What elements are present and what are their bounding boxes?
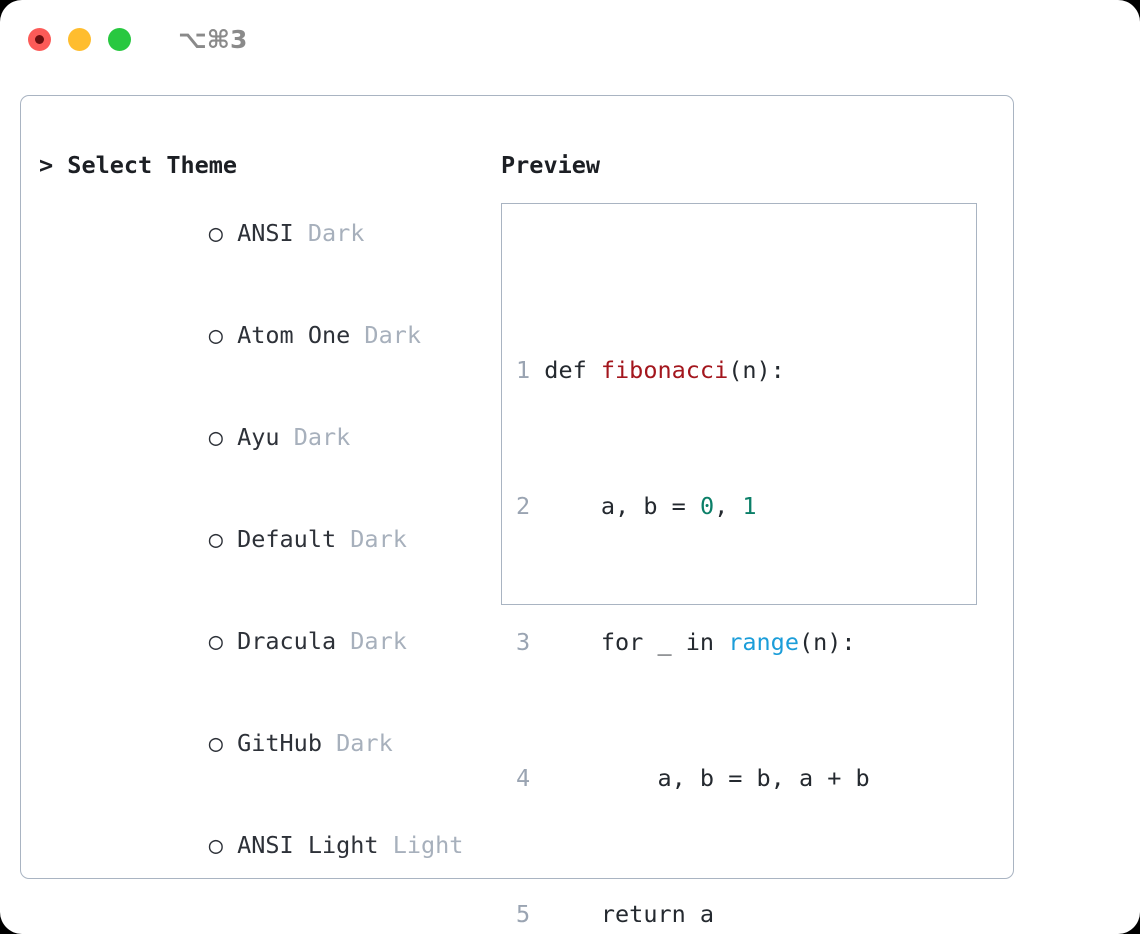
code-line: 2 a, b = 0, 1	[516, 489, 912, 523]
theme-list-item[interactable]: ○ GitHub Dark	[39, 692, 489, 794]
preview-heading: Preview	[501, 151, 601, 179]
theme-label: Atom One	[237, 321, 351, 349]
theme-list-item[interactable]: ○ Default Dark	[39, 488, 489, 590]
radio-icon[interactable]: ○	[208, 627, 223, 655]
theme-label: ANSI Light	[237, 831, 379, 859]
code-line: 4 a, b = b, a + b	[516, 761, 912, 795]
code-token-number: 1	[742, 492, 757, 520]
select-theme-heading: > Select Theme	[39, 151, 238, 179]
code-token-builtin: range	[728, 628, 799, 656]
code-token: (n):	[798, 628, 856, 656]
code-token: (n):	[728, 356, 785, 384]
maximize-button[interactable]	[108, 27, 131, 51]
theme-list: ○ ANSI Dark ○ Atom One Dark ○ Ayu Dark ○…	[39, 182, 489, 934]
theme-tag: Dark	[364, 321, 422, 349]
preview-box: 1 def fibonacci(n): 2 a, b = 0, 1 3 for …	[501, 203, 977, 928]
theme-label: GitHub	[237, 729, 322, 757]
code-token: return a	[544, 900, 715, 928]
titlebar: ⌥⌘3	[0, 0, 1140, 78]
code-token: ,	[714, 492, 743, 520]
theme-list-item[interactable]: ○ Dracula Dark	[39, 590, 489, 692]
radio-icon[interactable]: ○	[208, 321, 223, 349]
code-token-function: fibonacci	[600, 356, 729, 384]
theme-list-item[interactable]: ○ ANSI Dark	[39, 182, 489, 284]
radio-icon[interactable]: ○	[208, 729, 223, 757]
theme-label: Ayu	[237, 423, 280, 451]
line-number: 1	[516, 356, 531, 384]
line-number: 2	[516, 492, 531, 520]
theme-label: Dracula	[237, 627, 337, 655]
line-number: 4	[516, 764, 531, 792]
theme-list-item[interactable]: ○ Atom One Dark	[39, 284, 489, 386]
left-column: > Select Theme ○ ANSI Dark ○ Atom One Da…	[39, 148, 489, 934]
radio-icon[interactable]: ○	[208, 831, 223, 859]
theme-list-item[interactable]: ○ Ayu Dark	[39, 386, 489, 488]
line-number: 3	[516, 628, 531, 656]
theme-tag: Dark	[350, 525, 407, 553]
theme-tag: Dark	[336, 729, 393, 757]
main-panel: > Select Theme ○ ANSI Dark ○ Atom One Da…	[20, 95, 1014, 934]
code-line: 3 for _ in range(n):	[516, 625, 912, 659]
window-controls	[28, 27, 131, 51]
radio-icon[interactable]: ○	[208, 525, 223, 553]
theme-label: ANSI	[237, 219, 294, 247]
code-token: a, b =	[544, 492, 700, 520]
theme-tag: Dark	[293, 423, 351, 451]
radio-icon[interactable]: ○	[209, 930, 223, 934]
radio-icon[interactable]: ○	[208, 219, 223, 247]
theme-tag: Light	[392, 831, 464, 859]
theme-tag: Dark	[350, 627, 407, 655]
theme-list-item[interactable]: ○ Ayu Light Light	[39, 896, 489, 934]
code-token-number: 0	[699, 492, 715, 520]
close-button[interactable]	[28, 27, 51, 51]
theme-tag: Dark	[307, 219, 365, 247]
keyboard-shortcut-label: ⌥⌘3	[178, 24, 248, 54]
code-token: a, b = b, a + b	[544, 764, 870, 792]
right-column: Preview 1 def fibonacci(n): 2 a, b = 0, …	[501, 148, 996, 928]
code-token: for _ in	[544, 628, 729, 656]
minimize-button[interactable]	[68, 27, 91, 51]
code-token: def	[544, 356, 601, 384]
theme-list-item[interactable]: ○ ANSI Light Light	[39, 794, 489, 896]
preview-code: 1 def fibonacci(n): 2 a, b = 0, 1 3 for …	[516, 251, 912, 934]
line-number: 5	[516, 900, 531, 928]
code-line: 5 return a	[516, 897, 912, 931]
code-line: 1 def fibonacci(n):	[516, 353, 912, 387]
radio-icon[interactable]: ○	[208, 423, 223, 451]
theme-label: Default	[237, 525, 337, 553]
